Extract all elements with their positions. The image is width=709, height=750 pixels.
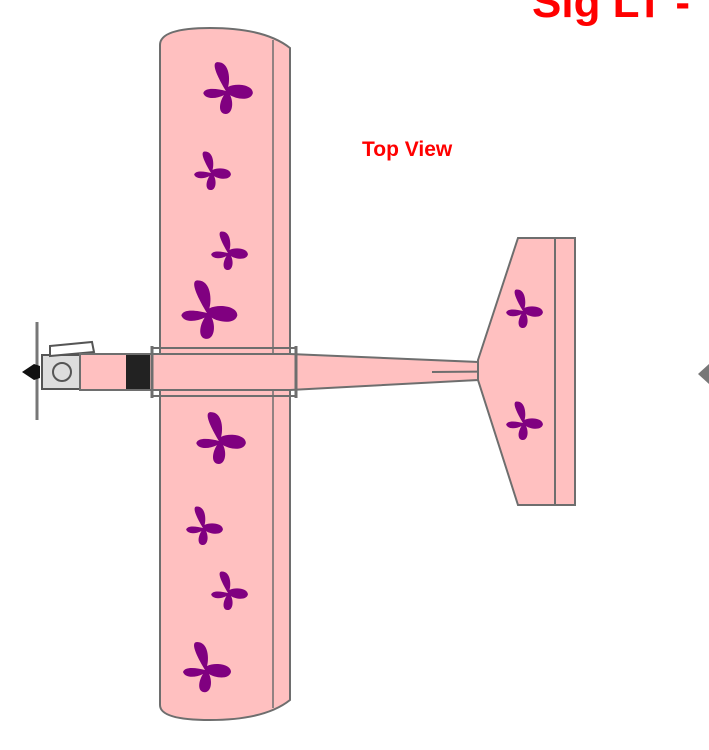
fuselage-hatch [126, 355, 150, 389]
plan-title: Sig LT - [532, 0, 691, 27]
engine-muffler [49, 340, 96, 358]
spinner [22, 364, 40, 380]
side-view-nose [698, 364, 709, 384]
view-label: Top View [362, 138, 453, 161]
engine [41, 354, 83, 390]
horizontal-stabilizer [477, 237, 576, 506]
